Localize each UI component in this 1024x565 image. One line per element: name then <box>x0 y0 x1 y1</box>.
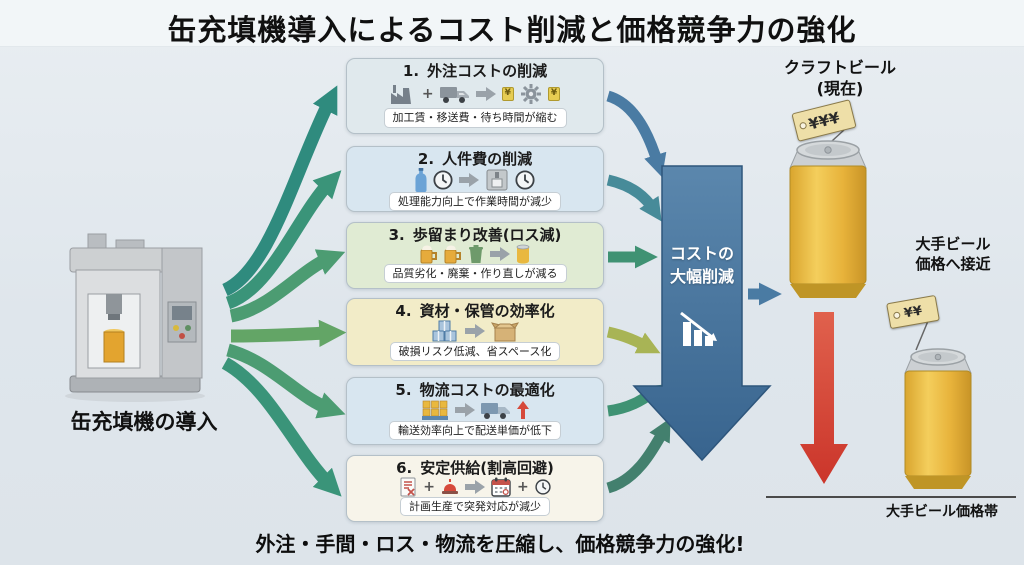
flow-arrow-2 <box>225 170 342 310</box>
price-drop-arrow <box>800 312 848 484</box>
benefit-box-materials: 4. 資材・保管の効率化 破損リスク低減、省スペース化 <box>346 298 604 366</box>
can-in-machine <box>103 331 125 363</box>
machine-label: 缶充填機の導入 <box>70 410 218 434</box>
flow-arrow-4 <box>230 319 347 348</box>
piston <box>106 294 122 314</box>
gear-icon <box>520 83 541 104</box>
title-bar <box>0 0 1024 47</box>
merge-arrow-5 <box>607 384 666 417</box>
arrow-right-icon <box>455 402 475 417</box>
arrow-right-icon <box>465 323 485 338</box>
machine-icon <box>486 169 508 190</box>
clock-icon <box>535 478 551 495</box>
item-number: 2. <box>417 150 435 168</box>
benefit-box-labor: 2. 人件費の削減 処理能力向上で作業時間が減少 <box>346 146 604 212</box>
up-arrow-icon <box>517 400 529 419</box>
cost-chip-icon: ¥ <box>547 86 561 101</box>
major-brand-beer-can <box>904 348 972 489</box>
item-number: 1. <box>402 62 420 80</box>
calendar-icon <box>491 477 511 497</box>
pallet-icon <box>422 400 448 420</box>
arrow-right-icon <box>475 86 496 101</box>
can-icon <box>516 244 530 263</box>
benefit-box-yield: 3. 歩留まり改善(ロス減) 品質劣化・廃棄・作り直しが減る <box>346 222 604 289</box>
benefit-to-cost-arrows <box>606 90 671 494</box>
plus-sign: + <box>421 85 434 102</box>
merge-arrow-1 <box>606 90 667 178</box>
flow-arrow-5 <box>226 343 346 419</box>
item-title: 人件費の削減 <box>442 150 533 168</box>
alarm-icon <box>442 478 458 494</box>
can-filling-machine-illustration <box>65 233 205 402</box>
factory-icon <box>390 84 411 104</box>
item-caption: 計画生産で突発対応が減少 <box>400 496 550 517</box>
item-number: 3. <box>388 226 405 244</box>
flow-arrow-1 <box>221 85 338 296</box>
item-title: 物流コストの最適化 <box>419 381 555 399</box>
clock-icon <box>515 169 535 190</box>
cost-reduction-label: コストの 大幅削減 <box>669 244 734 287</box>
beer-mug-icon <box>420 245 437 263</box>
item-caption: 加工賃・移送費・待ち時間が縮む <box>383 108 567 128</box>
plus-sign: + <box>517 478 529 495</box>
price-tag-high: ¥¥¥ <box>791 99 857 142</box>
item-title: 外注コストの削減 <box>427 62 548 80</box>
item-caption: 破損リスク低減、省スペース化 <box>389 341 561 362</box>
item-number: 4. <box>395 302 412 320</box>
arrow-right-icon <box>490 246 510 261</box>
item-caption: 処理能力向上で作業時間が減少 <box>389 191 561 212</box>
merge-arrow-6 <box>606 417 671 494</box>
baseline-label: 大手ビール価格帯 <box>886 504 998 520</box>
merge-arrow-2 <box>606 174 662 222</box>
declining-chart-icon <box>680 311 717 346</box>
bottle-icon <box>415 167 427 192</box>
item-number: 5. <box>395 381 412 399</box>
plus-sign: + <box>423 478 435 495</box>
carton-icon <box>491 321 519 341</box>
benefit-box-supply: 6. 安定供給(割高回避) + + 計画生産で突発対応が減少 <box>346 455 604 522</box>
truck-icon <box>439 86 469 103</box>
item-title: 資材・保管の効率化 <box>419 302 555 320</box>
item-caption: 品質劣化・廃棄・作り直しが減る <box>383 263 567 284</box>
merge-arrow-4 <box>606 326 661 354</box>
trash-icon <box>469 244 483 263</box>
cost-chip-icon: ¥ <box>501 86 514 101</box>
box-stack-icon <box>432 320 457 341</box>
page-title: 缶充填機導入によるコスト削減と価格競争力の強化 <box>167 13 857 47</box>
price-tag-low: ¥¥ <box>886 294 940 330</box>
item-caption: 輸送効率向上で配送単価が低下 <box>389 420 561 441</box>
beer-mug-icon <box>444 245 461 263</box>
flow-arrow-3 <box>229 249 346 323</box>
document-icon <box>400 477 416 496</box>
delivery-truck-icon <box>481 402 510 419</box>
craft-beer-label: クラフトビール (現在) <box>783 58 896 98</box>
item-title: 安定供給(割高回避) <box>420 459 554 477</box>
item-title: 歩留まり改善(ロス減) <box>412 226 562 244</box>
benefit-box-outsourcing: 1. 外注コストの削減 + ¥ ¥ 加工賃・移送費・待ち時間が縮む <box>346 58 604 134</box>
arrow-right-icon <box>465 479 485 494</box>
clock-icon <box>433 169 453 190</box>
approach-label: 大手ビール 価格へ接近 <box>915 235 991 274</box>
item-number: 6. <box>396 459 413 477</box>
cost-reduction-arrow <box>632 165 772 462</box>
footer-summary: 外注・手間・ロス・物流を圧縮し、価格競争力の強化! <box>255 532 745 556</box>
craft-beer-can <box>789 140 867 298</box>
arrow-right-icon <box>459 172 479 187</box>
benefit-box-logistics: 5. 物流コストの最適化 輸送効率向上で配送単価が低下 <box>346 377 604 445</box>
